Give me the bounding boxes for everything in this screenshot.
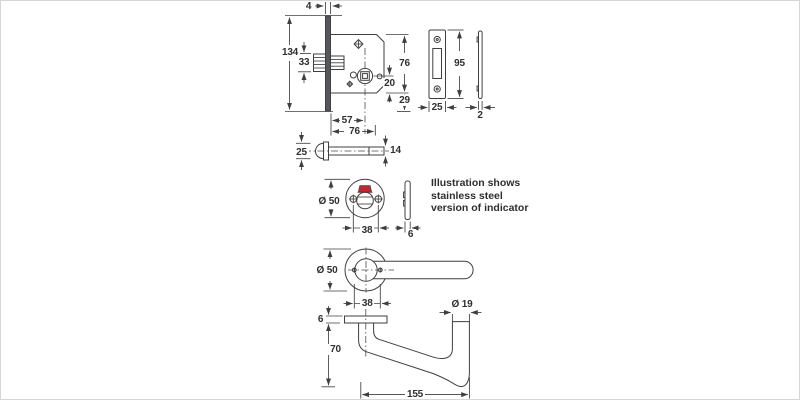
lever-handle-profile: [358, 321, 470, 387]
indicator-note: Illustration shows stainless steel versi…: [431, 177, 551, 215]
strike-plate-body: [428, 29, 446, 99]
deadbolt: [313, 53, 345, 72]
dim-lever-screws: 38: [360, 298, 375, 309]
dim-lever-rose-diameter: Ø 50: [314, 265, 340, 276]
dim-follower-to-bottom: 20: [382, 78, 397, 89]
note-line-3: version of indicator: [431, 202, 529, 214]
small-screw-symbol: [346, 80, 354, 88]
dim-faceplate-height: 134: [280, 47, 300, 58]
lock-faceplate: [325, 15, 331, 112]
mortise-lock-front-view: [285, 2, 411, 136]
dim-strike-thickness: 2: [475, 110, 485, 121]
cylinder-hole: [349, 71, 357, 79]
strike-screw-hole-bottom: [433, 85, 441, 93]
spindle-follower: [356, 67, 374, 85]
dim-faceplate-thickness: 4: [303, 1, 314, 12]
lever-handle-side-view: [321, 306, 470, 399]
dim-indicator-thickness: 6: [405, 229, 416, 240]
rose-screw-right: [373, 194, 383, 204]
dim-strike-height: 95: [452, 58, 467, 69]
strike-bolt-opening: [432, 48, 442, 79]
dim-lever-grip-diameter: Ø 19: [449, 299, 475, 310]
note-line-1: Illustration shows: [431, 177, 521, 189]
dim-indicator-screws: 38: [360, 224, 374, 236]
dim-strike-width: 25: [430, 101, 444, 113]
thumbturn-knob: [356, 191, 374, 210]
dim-lever-height: 70: [328, 343, 343, 355]
lever-handle-front-view: [323, 247, 482, 322]
dim-indicator-diameter: Ø 50: [316, 195, 342, 207]
dim-lever-rose-thickness: 6: [315, 314, 326, 325]
dim-spindle-head: 25: [294, 147, 309, 158]
indicator-rose-front-view: [324, 178, 389, 233]
indicator-rose-side-view: [395, 180, 421, 233]
dim-case-to-faceplate: 29: [397, 94, 412, 106]
note-line-2: stainless steel: [431, 189, 503, 202]
dim-bolt-height: 33: [297, 57, 311, 68]
dim-spindle-shaft: 14: [388, 144, 403, 156]
dim-lever-length: 155: [405, 388, 425, 400]
strike-screw-hole-top: [433, 35, 441, 44]
dim-case-depth: 76: [347, 126, 362, 137]
dim-case-height: 76: [397, 58, 412, 69]
spindle-side-view: [296, 132, 392, 170]
occupancy-indicator-red: [357, 185, 373, 193]
lever-arm: [360, 260, 474, 280]
rose-screw-left: [348, 194, 358, 204]
strike-plate-side-view: [465, 30, 495, 112]
dim-backset: 57: [340, 115, 354, 126]
fixing-screw-symbol: [353, 38, 364, 50]
strike-plate-front-view: [418, 29, 464, 112]
